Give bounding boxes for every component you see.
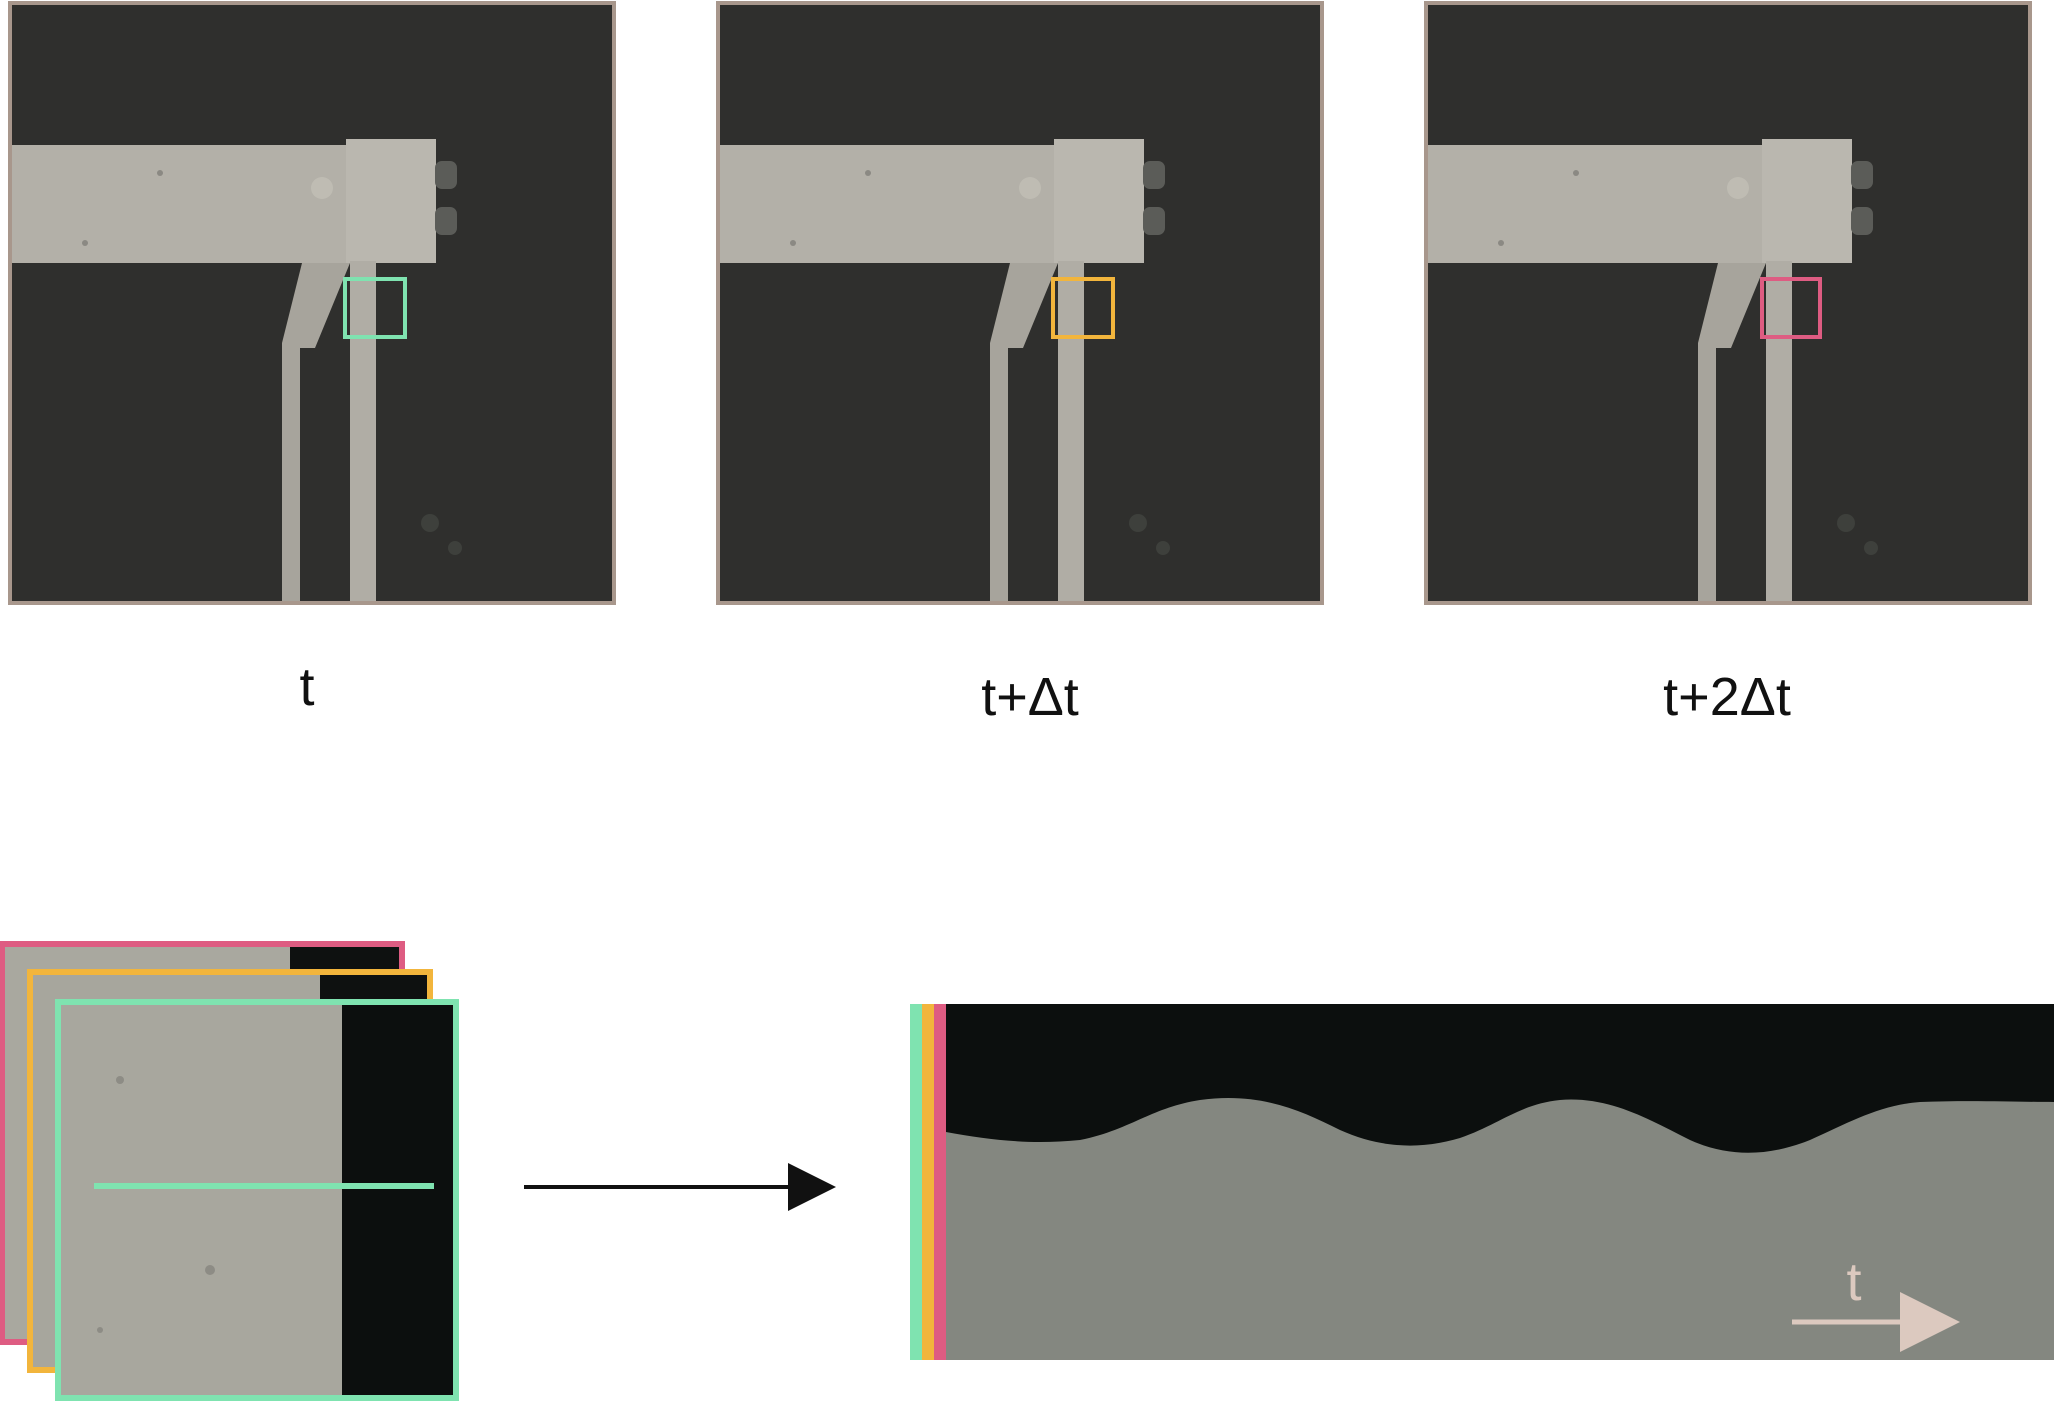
frame-label-t: t <box>299 657 314 717</box>
frame-t-plus-dt: t+Δt <box>716 1 1324 727</box>
roi-stack <box>0 941 459 1401</box>
frame-label-t-plus-dt: t+Δt <box>981 667 1079 727</box>
roi-crop-t <box>55 999 459 1401</box>
kymo-strip-t-plus-dt <box>922 1004 934 1360</box>
roi-box-t-plus-dt <box>1051 277 1115 339</box>
time-axis-label: t <box>1846 1252 1861 1312</box>
frame-label-t-plus-2dt: t+2Δt <box>1663 667 1791 727</box>
kymograph: t <box>910 1004 2054 1360</box>
kymograph-edge <box>946 1098 2054 1360</box>
frame-t-plus-2dt: t+2Δt <box>1424 1 2032 727</box>
roi-box-t-plus-2dt <box>1760 277 1822 339</box>
frame-t: t <box>8 1 616 717</box>
kymo-strip-t-plus-2dt <box>934 1004 946 1360</box>
roi-box-t <box>343 277 407 339</box>
kymo-strip-t <box>910 1004 922 1360</box>
